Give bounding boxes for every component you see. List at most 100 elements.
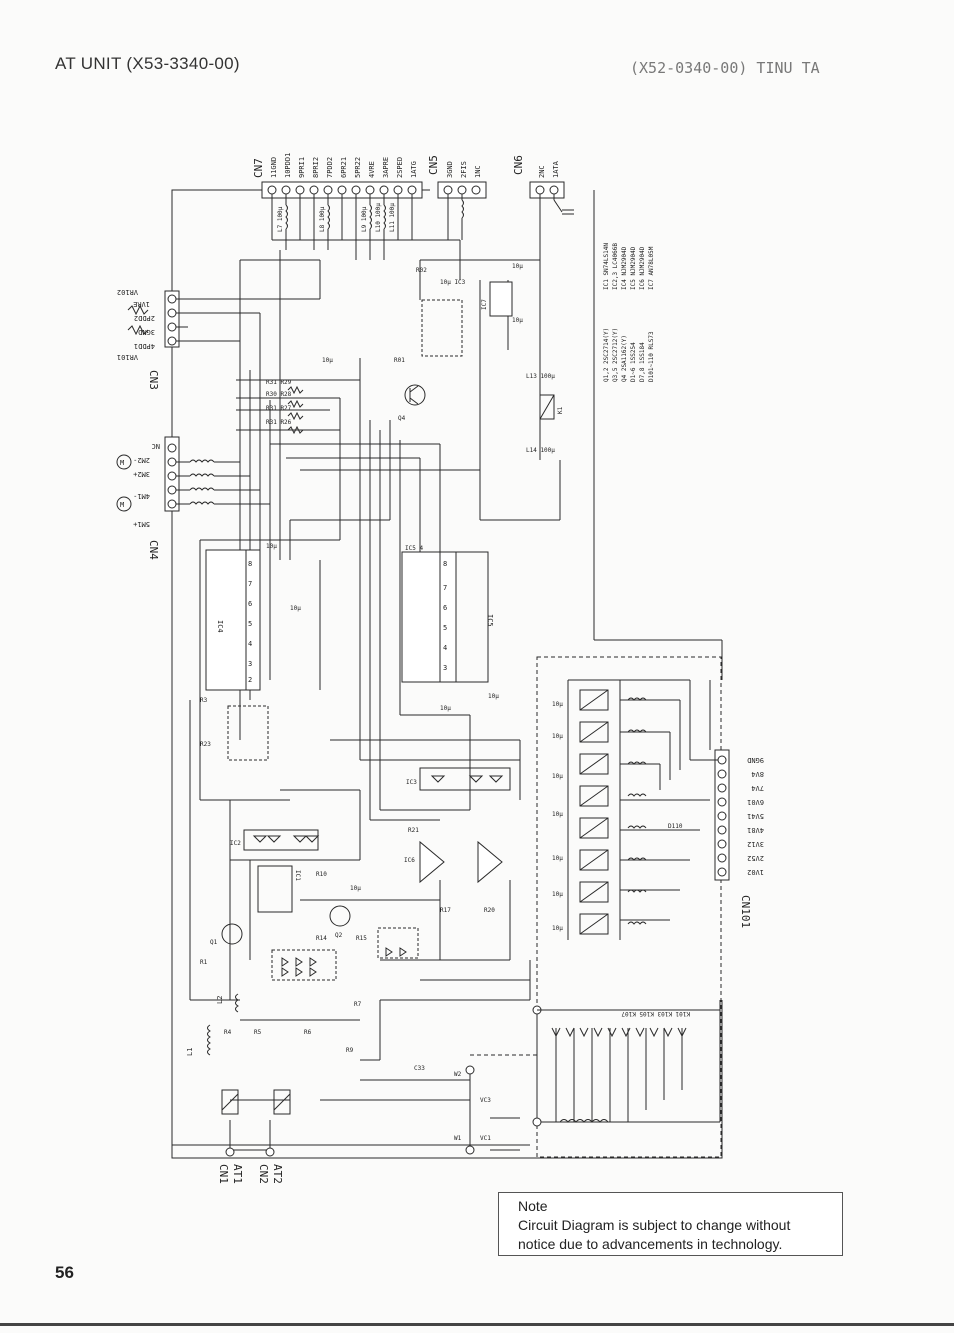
svg-text:R9: R9 (346, 1047, 354, 1054)
svg-text:Q1: Q1 (210, 939, 218, 946)
svg-text:AT1: AT1 (231, 1164, 244, 1184)
svg-text:2M2-: 2M2- (133, 456, 150, 464)
note-line-2: notice due to advancements in technology… (518, 1236, 783, 1252)
cn6-connector: 2NC 1ATA CN6 (512, 155, 565, 199)
parts-table: Q1,2 2SC2714(Y) Q3,5 2SC2712(Y) Q4 2SA11… (603, 243, 655, 382)
svg-text:IC1: IC1 (294, 870, 301, 881)
svg-text:CN1: CN1 (217, 1164, 230, 1184)
svg-text:2: 2 (248, 676, 252, 684)
cn7-connector: 11GND 10PDD1 9PRI1 8PRI2 7PDD2 6PR21 5PR… (252, 153, 423, 199)
svg-text:IC4 NJM2904D: IC4 NJM2904D (621, 246, 628, 290)
svg-text:4V81: 4V81 (747, 826, 764, 834)
svg-text:CN3: CN3 (147, 370, 160, 390)
svg-text:9PRI1: 9PRI1 (298, 157, 306, 178)
cn101-connector: 9GND 8V4 7V4 6V01 5V41 4V81 3V12 2V52 1V… (690, 680, 764, 928)
svg-text:IC5 NJM2904D: IC5 NJM2904D (630, 246, 637, 290)
svg-text:R17: R17 (440, 907, 451, 914)
svg-text:W1: W1 (454, 1135, 462, 1142)
svg-text:3GND: 3GND (446, 161, 454, 178)
svg-text:2SPED: 2SPED (396, 157, 404, 178)
svg-text:10μ: 10μ (552, 811, 563, 818)
svg-text:IC7 AN78L05M: IC7 AN78L05M (648, 246, 655, 290)
svg-text:L10 100μ: L10 100μ (375, 203, 382, 232)
svg-text:M: M (120, 459, 124, 467)
page-number: 56 (55, 1263, 74, 1282)
svg-text:10μ: 10μ (512, 317, 523, 324)
svg-text:10μ: 10μ (488, 693, 499, 700)
transistor-q4: Q4 (398, 384, 426, 422)
cn4-connector: NC 2M2- 3M2+ 4M1- 5M1+ CN4 M M (116, 436, 180, 560)
svg-text:4PDD1: 4PDD1 (134, 342, 155, 350)
svg-text:CN5: CN5 (427, 155, 440, 175)
ic1 (257, 865, 293, 913)
svg-text:L9 100μ: L9 100μ (361, 206, 368, 232)
svg-text:L8 100μ: L8 100μ (319, 206, 326, 232)
svg-text:7: 7 (248, 580, 252, 588)
transistor-q2 (329, 905, 351, 927)
motor-m2-icon (116, 454, 132, 470)
svg-text:CN7: CN7 (252, 158, 265, 178)
svg-text:10μ: 10μ (552, 891, 563, 898)
svg-text:AT2: AT2 (271, 1164, 284, 1184)
svg-text:D1~6 1SS254: D1~6 1SS254 (630, 342, 637, 382)
diode-array-d7-d8 (377, 927, 419, 959)
svg-text:4M1-: 4M1- (133, 492, 150, 500)
svg-text:W2: W2 (454, 1071, 462, 1078)
svg-text:L7 100μ: L7 100μ (277, 206, 284, 232)
coil-l1 (207, 1024, 211, 1056)
svg-text:R31 R27: R31 R27 (266, 405, 292, 412)
relay-k1 (539, 394, 555, 420)
svg-text:R3: R3 (200, 697, 208, 704)
svg-text:8: 8 (248, 560, 252, 568)
svg-text:R15: R15 (356, 935, 367, 942)
svg-text:K101 K103 K105 K107: K101 K103 K105 K107 (621, 1010, 690, 1017)
tuning-capacitors (465, 1000, 721, 1155)
ic6: IC6 (404, 840, 503, 884)
tuner-relays (567, 679, 710, 940)
svg-text:IC7: IC7 (481, 299, 488, 310)
svg-text:VC3: VC3 (480, 1097, 491, 1104)
svg-text:10PDD1: 10PDD1 (284, 153, 292, 178)
svg-text:8: 8 (443, 560, 447, 568)
svg-text:7PDD2: 7PDD2 (326, 157, 334, 178)
svg-text:10μ IC3: 10μ IC3 (440, 279, 466, 286)
tuner-block-outline (536, 656, 722, 1158)
svg-text:Q4 2SA1162(Y): Q4 2SA1162(Y) (621, 335, 628, 382)
svg-text:7V4: 7V4 (751, 784, 764, 792)
svg-text:Q3,5 2SC2712(Y): Q3,5 2SC2712(Y) (612, 328, 619, 382)
svg-text:L14 100μ: L14 100μ (526, 447, 555, 454)
ic3: IC3 (406, 767, 511, 791)
cn7-pin-lines: L7 100μ L8 100μ L9 100μ L10 100μ L11 100… (271, 194, 460, 260)
svg-text:R31 R26: R31 R26 (266, 419, 292, 426)
svg-text:10μ: 10μ (552, 925, 563, 932)
svg-text:Q2: Q2 (335, 932, 343, 939)
svg-text:10μ: 10μ (322, 357, 333, 364)
svg-text:10μ: 10μ (512, 263, 523, 270)
svg-text:6V01: 6V01 (747, 798, 764, 806)
svg-text:6: 6 (248, 600, 252, 608)
q5-box (421, 299, 463, 357)
svg-text:CN2: CN2 (257, 1164, 270, 1184)
svg-text:4: 4 (443, 644, 447, 652)
svg-text:5: 5 (443, 624, 447, 632)
coil-l2 (235, 993, 239, 1013)
antenna-terminals (225, 1120, 275, 1157)
svg-text:NC: NC (152, 442, 160, 450)
cn5-connector: 3GND 2FIS 1NC CN5 (427, 155, 487, 199)
svg-text:IC6: IC6 (404, 857, 415, 864)
svg-text:1V02: 1V02 (747, 868, 764, 876)
svg-text:M: M (120, 501, 124, 509)
svg-text:5PR22: 5PR22 (354, 157, 362, 178)
svg-text:Q4: Q4 (398, 415, 406, 422)
svg-text:5M1+: 5M1+ (133, 520, 150, 528)
svg-text:2PDD2: 2PDD2 (134, 314, 155, 322)
cn1-cn2-labels: CN1 AT1 CN2 AT2 (217, 1164, 284, 1184)
svg-text:1VRE: 1VRE (133, 300, 150, 308)
svg-text:R23: R23 (200, 741, 211, 748)
svg-text:11GND: 11GND (270, 157, 278, 178)
svg-text:8V4: 8V4 (751, 770, 764, 778)
q3-box (227, 705, 269, 761)
svg-text:3V12: 3V12 (747, 840, 764, 848)
